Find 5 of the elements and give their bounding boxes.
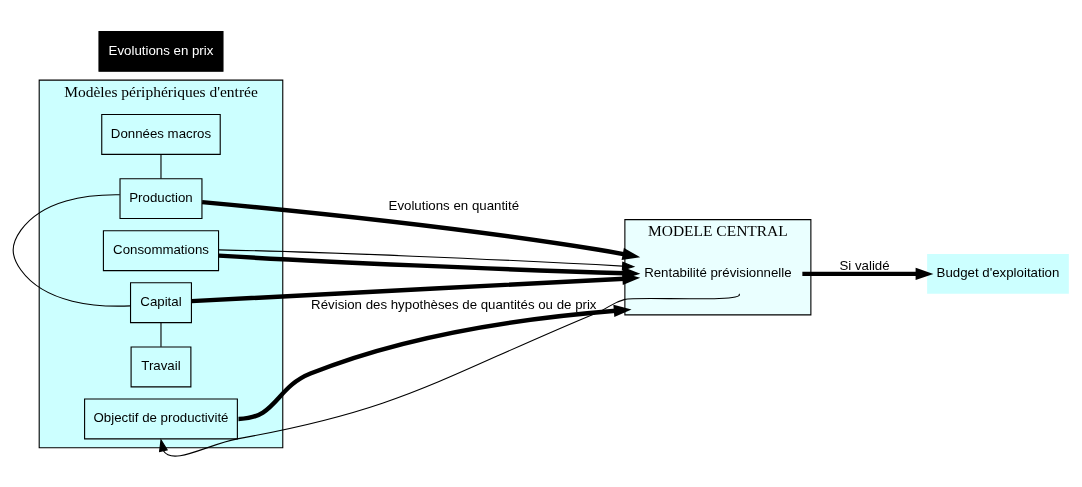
edge-label: Evolutions en quantité [388, 197, 520, 213]
node-text: Rentabilité prévisionnelle [644, 264, 792, 280]
label: Evolutions en prix [108, 42, 214, 58]
edge-label: Révision des hypothèses de quantités ou de prix [311, 296, 597, 312]
edge-label: Si validé [839, 257, 890, 273]
